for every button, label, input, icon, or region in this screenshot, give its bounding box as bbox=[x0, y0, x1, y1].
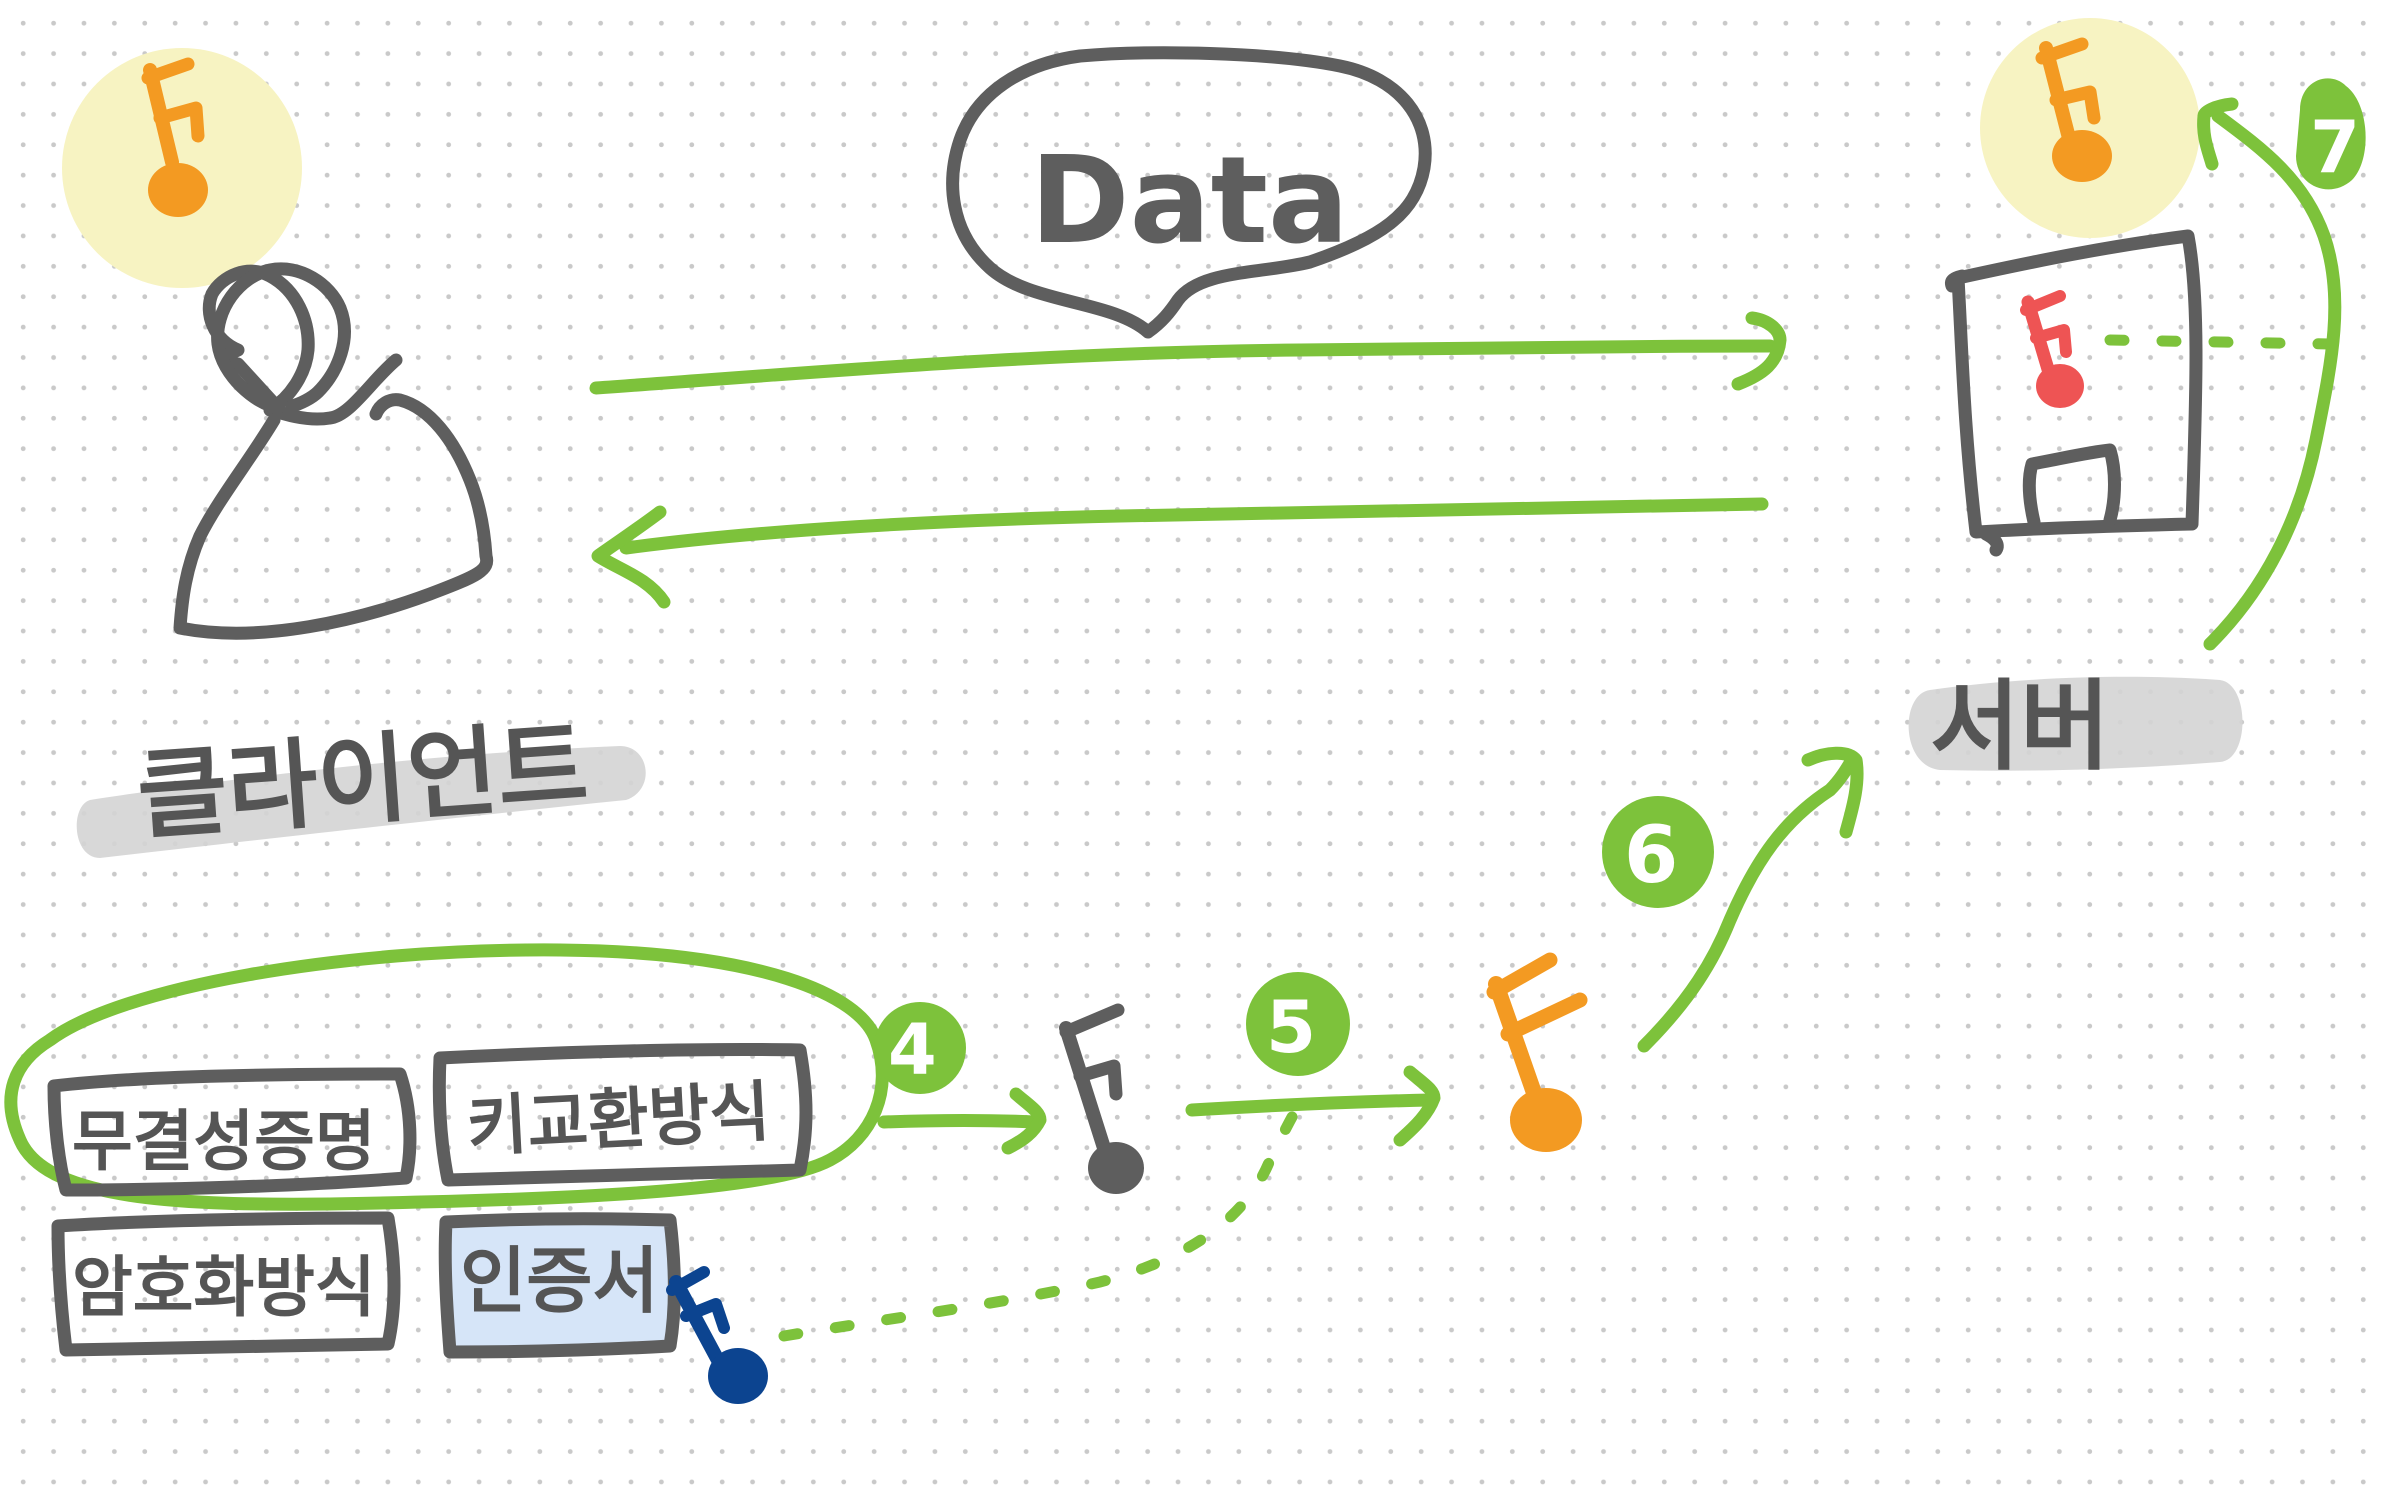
gray-music-note-icon bbox=[1059, 1003, 1144, 1194]
box-key-exchange-label: 키교환방식 bbox=[465, 1073, 772, 1166]
person-icon bbox=[173, 262, 494, 640]
box-key-exchange bbox=[432, 1042, 813, 1187]
step-four-arrow bbox=[877, 1087, 1047, 1155]
box-encryption-label: 암호화방식 bbox=[72, 1249, 376, 1326]
client-label: 클라이언트 bbox=[134, 709, 592, 854]
step-five-arrow bbox=[1185, 1065, 1441, 1147]
server-icon bbox=[1945, 229, 2336, 557]
step-seven-number: 7 bbox=[2310, 105, 2360, 189]
certificate-dotted-link bbox=[778, 1104, 1302, 1342]
box-integrity bbox=[47, 1067, 417, 1197]
box-certificate bbox=[438, 1212, 681, 1359]
client-label-highlight bbox=[76, 746, 646, 858]
orange-music-note-icon bbox=[1486, 952, 1588, 1152]
step-four-badge: 4 bbox=[874, 1002, 966, 1094]
box-integrity-label: 무결성증명 bbox=[72, 1103, 376, 1180]
step-seven-arrow bbox=[2197, 97, 2342, 651]
server-label: 서버 bbox=[1930, 670, 2110, 784]
box-encryption bbox=[51, 1211, 401, 1357]
certificate-music-note-icon bbox=[666, 1266, 768, 1404]
speech-bubble-icon bbox=[946, 46, 1432, 339]
step-seven-badge: 7 bbox=[2296, 78, 2366, 190]
step-six-number: 6 bbox=[1624, 811, 1678, 901]
arrow-server-to-client bbox=[591, 497, 1769, 609]
server-music-note-icon bbox=[2035, 37, 2112, 182]
step-six-badge: 6 bbox=[1602, 796, 1714, 908]
server-label-highlight bbox=[1908, 676, 2243, 771]
step-five-number: 5 bbox=[1266, 985, 1316, 1069]
data-bubble-text: Data bbox=[1030, 132, 1349, 271]
client-music-note-icon bbox=[141, 57, 208, 217]
server-note-highlight bbox=[1980, 18, 2200, 238]
arrow-client-to-server bbox=[589, 311, 1787, 395]
box-certificate-label: 인증서 bbox=[460, 1239, 659, 1323]
step-four-number: 4 bbox=[888, 1009, 937, 1091]
step-five-badge: 5 bbox=[1246, 972, 1350, 1076]
step-six-arrow bbox=[1637, 746, 1864, 1053]
